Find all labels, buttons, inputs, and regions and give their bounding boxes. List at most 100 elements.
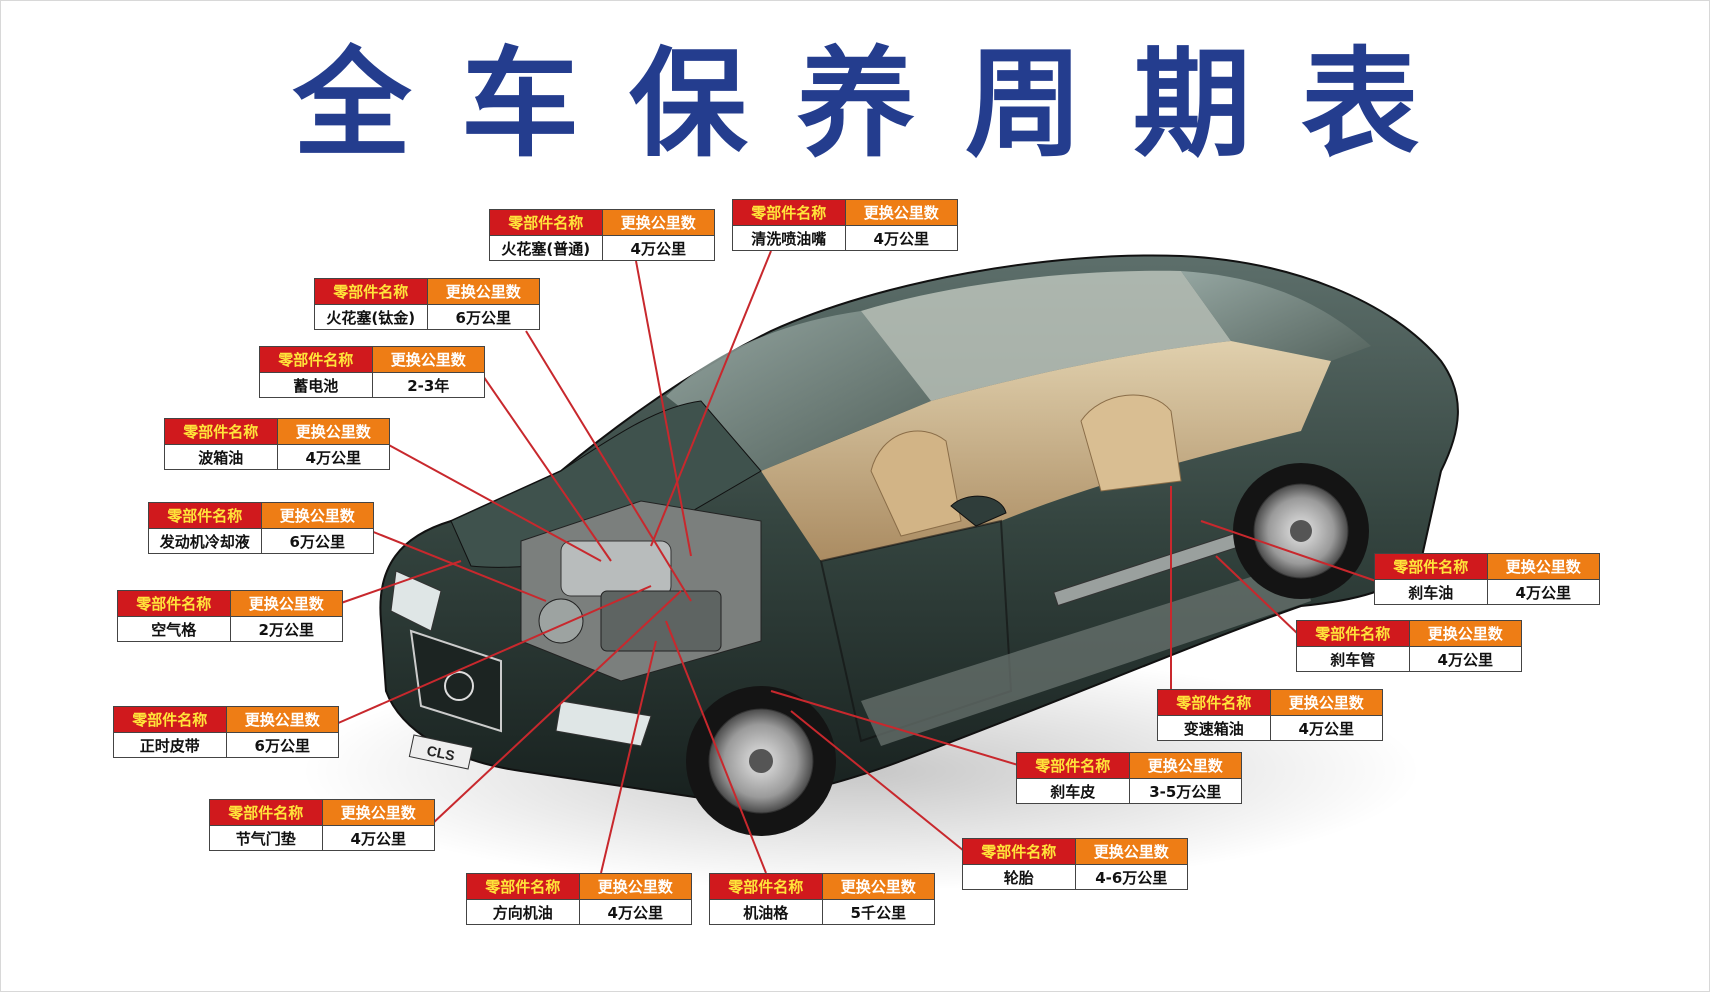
part-mileage: 2-3年	[371, 373, 485, 398]
part-mileage: 4万公里	[1269, 716, 1383, 741]
name-header: 零部件名称	[490, 210, 602, 235]
mileage-header: 更换公里数	[426, 279, 539, 304]
left-headlight	[390, 570, 442, 632]
part-label-spark-plug-normal: 零部件名称更换公里数火花塞(普通)4万公里	[489, 209, 715, 261]
leader-line-brake-line	[1215, 555, 1299, 635]
part-mileage: 5千公里	[821, 900, 935, 925]
part-name: 火花塞(钛金)	[326, 309, 416, 327]
roof-glass	[861, 270, 1231, 401]
name-header: 零部件名称	[114, 707, 226, 732]
rear-seat	[1080, 394, 1182, 492]
mileage-header: 更换公里数	[321, 800, 434, 825]
name-header: 零部件名称	[1017, 753, 1129, 778]
part-name: 节气门垫	[235, 830, 296, 848]
part-mileage: 6万公里	[260, 529, 374, 554]
part-name: 刹车油	[1408, 584, 1454, 602]
part-name: 正时皮带	[139, 737, 200, 755]
part-name: 波箱油	[198, 449, 244, 467]
engine-block	[600, 590, 722, 652]
part-name: 火花塞(普通)	[501, 240, 591, 258]
leader-line-injector-cleaning	[650, 250, 772, 547]
mileage-header: 更换公里数	[1269, 690, 1382, 715]
leader-line-oil-filter	[665, 620, 767, 874]
mileage-header: 更换公里数	[276, 419, 389, 444]
windshield	[666, 311, 931, 471]
name-header: 零部件名称	[118, 591, 230, 616]
name-header: 零部件名称	[260, 347, 372, 372]
rear-hub	[1290, 520, 1312, 542]
name-header: 零部件名称	[165, 419, 277, 444]
front-seat	[870, 430, 962, 537]
leader-line-brake-pad	[770, 690, 1019, 766]
part-name: 蓄电池	[293, 377, 339, 395]
mileage-header: 更换公里数	[1128, 753, 1241, 778]
leader-line-air-filter	[340, 560, 462, 604]
part-label-battery: 零部件名称更换公里数蓄电池 2-3年	[259, 346, 485, 398]
leader-line-coolant	[370, 530, 547, 602]
part-mileage: 4万公里	[1408, 647, 1522, 672]
right-headlight	[555, 700, 652, 747]
name-header: 零部件名称	[149, 503, 261, 528]
part-label-tire: 零部件名称更换公里数轮胎 4-6万公里	[962, 838, 1188, 890]
part-mileage: 6万公里	[426, 305, 540, 330]
mileage-header: 更换公里数	[821, 874, 934, 899]
part-name: 发动机冷却液	[159, 533, 250, 551]
mileage-header: 更换公里数	[371, 347, 484, 372]
part-name: 清洗喷油嘴	[751, 230, 827, 248]
leader-lines	[335, 250, 1377, 874]
mileage-header: 更换公里数	[1074, 839, 1187, 864]
license-plate-text: CLS	[425, 742, 456, 763]
part-name: 方向机油	[492, 904, 553, 922]
mileage-header: 更换公里数	[1486, 554, 1599, 579]
name-header: 零部件名称	[963, 839, 1075, 864]
leader-line-timing-belt	[335, 585, 652, 725]
leader-line-spark-plug-normal	[635, 260, 692, 557]
part-name: 变速箱油	[1183, 720, 1244, 738]
part-label-steering-oil: 零部件名称更换公里数方向机油 4万公里	[466, 873, 692, 925]
mileage-header: 更换公里数	[260, 503, 373, 528]
poster-title: 全车保养周期表	[292, 35, 1469, 173]
part-label-coolant: 零部件名称更换公里数发动机冷却液 6万公里	[148, 502, 374, 554]
name-header: 零部件名称	[1375, 554, 1487, 579]
part-mileage: 4-6万公里	[1074, 865, 1188, 890]
part-name: 轮胎	[1003, 869, 1034, 887]
side-mirror	[950, 495, 1007, 527]
mileage-header: 更换公里数	[229, 591, 342, 616]
leader-line-brake-fluid	[1200, 520, 1377, 582]
name-header: 零部件名称	[467, 874, 579, 899]
name-header: 零部件名称	[1297, 621, 1409, 646]
leader-line-gearbox-oil	[386, 443, 602, 562]
mileage-header: 更换公里数	[844, 200, 957, 225]
part-label-throttle-gasket: 零部件名称更换公里数节气门垫 4万公里	[209, 799, 435, 851]
mileage-header: 更换公里数	[225, 707, 338, 732]
part-label-timing-belt: 零部件名称更换公里数正时皮带 6万公里	[113, 706, 339, 758]
front-grille	[409, 629, 502, 733]
mileage-header: 更换公里数	[578, 874, 691, 899]
part-name: 机油格	[743, 904, 789, 922]
mileage-header: 更换公里数	[601, 210, 714, 235]
front-hub	[749, 749, 773, 773]
part-mileage: 4万公里	[321, 826, 435, 851]
part-label-injector-cleaning: 零部件名称更换公里数清洗喷油嘴 4万公里	[732, 199, 958, 251]
part-name: 刹车皮	[1050, 783, 1096, 801]
part-mileage: 6万公里	[225, 733, 339, 758]
leader-line-tire	[790, 710, 965, 852]
part-mileage: 4万公里	[578, 900, 692, 925]
leader-line-steering-oil	[600, 640, 657, 874]
part-mileage: 4万公里	[844, 226, 958, 251]
part-mileage: 2万公里	[229, 617, 343, 642]
star-emblem	[444, 671, 474, 701]
name-header: 零部件名称	[733, 200, 845, 225]
part-label-transmission-oil: 零部件名称更换公里数变速箱油 4万公里	[1157, 689, 1383, 741]
part-mileage: 4万公里	[1486, 580, 1600, 605]
name-header: 零部件名称	[1158, 690, 1270, 715]
name-header: 零部件名称	[210, 800, 322, 825]
mileage-header: 更换公里数	[1408, 621, 1521, 646]
